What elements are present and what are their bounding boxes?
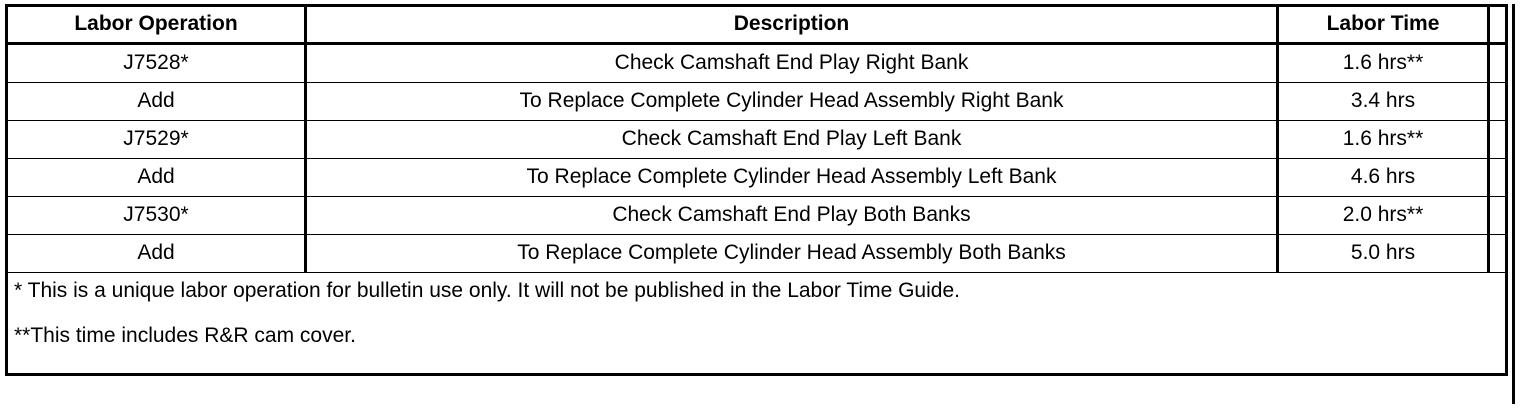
- cell-description: Check Camshaft End Play Right Bank: [304, 43, 1279, 83]
- cell-spacer: [1487, 234, 1508, 273]
- cell-description: To Replace Complete Cylinder Head Assemb…: [304, 158, 1279, 197]
- table-row: J7528* Check Camshaft End Play Right Ban…: [5, 43, 1508, 83]
- table-row: J7529* Check Camshaft End Play Left Bank…: [5, 120, 1508, 159]
- cell-spacer: [1487, 120, 1508, 159]
- column-header-labor-operation: Labor Operation: [5, 4, 307, 45]
- footnote-double-asterisk: **This time includes R&R cam cover.: [14, 324, 356, 348]
- cell-labor-operation: J7530*: [5, 196, 307, 235]
- cell-labor-time: 1.6 hrs**: [1276, 43, 1490, 83]
- cell-description: Check Camshaft End Play Left Bank: [304, 120, 1279, 159]
- table-row: Add To Replace Complete Cylinder Head As…: [5, 158, 1508, 197]
- cell-labor-operation: Add: [5, 82, 307, 121]
- cell-spacer: [1487, 43, 1508, 83]
- table-row: J7530* Check Camshaft End Play Both Bank…: [5, 196, 1508, 235]
- cell-description: To Replace Complete Cylinder Head Assemb…: [304, 234, 1279, 273]
- labor-operation-table: Labor Operation Description Labor Time J…: [5, 4, 1508, 376]
- column-header-spacer: [1487, 4, 1508, 45]
- cell-labor-operation: J7529*: [5, 120, 307, 159]
- table-row: Add To Replace Complete Cylinder Head As…: [5, 234, 1508, 273]
- cell-labor-operation: Add: [5, 158, 307, 197]
- table-header-row: Labor Operation Description Labor Time: [5, 4, 1508, 45]
- cell-labor-operation: J7528*: [5, 43, 307, 83]
- footnote-cell: * This is a unique labor operation for b…: [5, 272, 1508, 376]
- cell-spacer: [1487, 196, 1508, 235]
- cell-labor-operation: Add: [5, 234, 307, 273]
- table-row: Add To Replace Complete Cylinder Head As…: [5, 82, 1508, 121]
- cell-spacer: [1487, 82, 1508, 121]
- column-header-labor-time: Labor Time: [1276, 4, 1490, 45]
- cell-labor-time: 3.4 hrs: [1276, 82, 1490, 121]
- cell-labor-time: 2.0 hrs**: [1276, 196, 1490, 235]
- cell-spacer: [1487, 158, 1508, 197]
- footnote-spacer: [14, 302, 1505, 324]
- column-header-description: Description: [304, 4, 1279, 45]
- cell-labor-time: 5.0 hrs: [1276, 234, 1490, 273]
- cell-labor-time: 1.6 hrs**: [1276, 120, 1490, 159]
- table-footnote-row: * This is a unique labor operation for b…: [5, 272, 1508, 376]
- cell-labor-time: 4.6 hrs: [1276, 158, 1490, 197]
- outer-vertical-rule: [1512, 4, 1515, 404]
- cell-description: To Replace Complete Cylinder Head Assemb…: [304, 82, 1279, 121]
- cell-description: Check Camshaft End Play Both Banks: [304, 196, 1279, 235]
- footnote-single-asterisk: * This is a unique labor operation for b…: [14, 279, 960, 302]
